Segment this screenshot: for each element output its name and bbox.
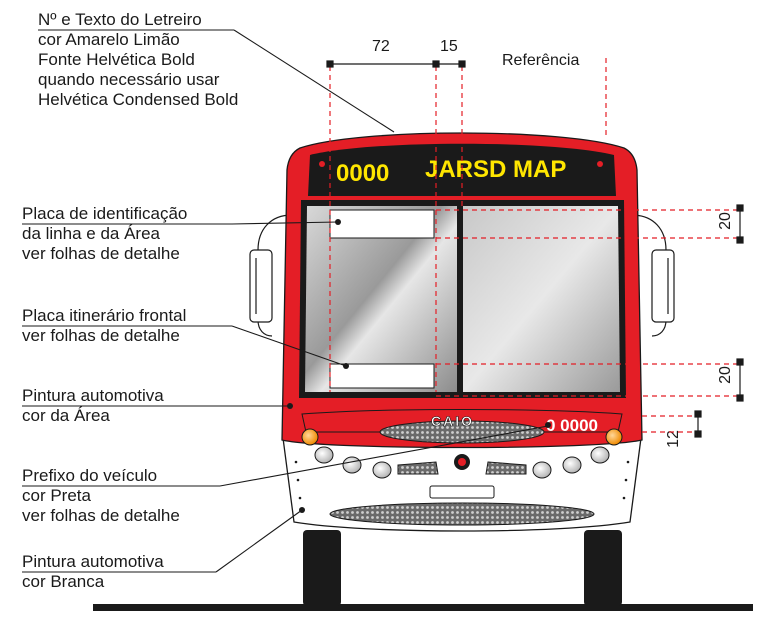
route-plate-label: Placa itinerário frontal ver folhas de d… (22, 306, 186, 346)
sign-label: Nº e Texto do Letreiro cor Amarelo Limão… (38, 10, 238, 110)
sign-dot-left (319, 161, 325, 167)
leader-dot-ident (335, 219, 341, 225)
windshield-right (463, 206, 620, 392)
sign-dot-right (597, 161, 603, 167)
mirror-left (249, 214, 293, 337)
vehicle-prefix: 0 0000 (546, 416, 598, 435)
lower-grille (329, 502, 595, 526)
prefix-label-line-3: ver folhas de detalhe (22, 506, 180, 525)
sign-label-line-3: Fonte Helvética Bold (38, 50, 195, 69)
paint-white-line-2: cor Branca (22, 572, 105, 591)
windshield-left (305, 206, 457, 392)
dim-top-left: 72 (372, 38, 390, 55)
route-plate-line-1: Placa itinerário frontal (22, 306, 187, 325)
small-grille-left (397, 461, 439, 475)
brand-logo: CAIO (431, 413, 474, 429)
sign-number: 0000 (336, 160, 389, 187)
sign-label-line-2: cor Amarelo Limão (38, 30, 180, 49)
sign-label-line-5: Helvética Condensed Bold (38, 90, 239, 109)
reference-lines (329, 58, 740, 433)
ground-line (93, 604, 753, 611)
leader-lines (22, 29, 549, 573)
tire-left (303, 530, 341, 606)
paint-area-line-2: cor da Área (22, 406, 110, 425)
ident-plate-line-2: da linha e da Área (22, 224, 160, 243)
dim-top-right: 15 (440, 38, 458, 55)
prefix-label: Prefixo do veículo cor Preta ver folhas … (22, 466, 180, 526)
dimension-lines (326, 60, 744, 438)
paint-area-label: Pintura automotiva cor da Área (22, 386, 164, 426)
plate-holder (429, 485, 495, 499)
leader-dot-white (299, 507, 305, 513)
mirror-right (631, 214, 675, 337)
sign-label-line-4: quando necessário usar (38, 70, 220, 89)
sign-label-line-1: Nº e Texto do Letreiro (38, 10, 202, 29)
leader-dot-paint (287, 403, 293, 409)
prefix-label-line-2: cor Preta (22, 486, 91, 505)
ident-plate-line-3: ver folhas de detalhe (22, 244, 180, 263)
prefix-label-line-1: Prefixo do veículo (22, 466, 158, 485)
headlights-right (532, 446, 610, 479)
ident-plate-label: Placa de identificação da linha e da Áre… (22, 204, 187, 264)
small-grille-right (485, 461, 527, 475)
turn-lamp-left (301, 428, 319, 446)
upper-grille (379, 420, 545, 444)
dim-reference: Referência (502, 52, 580, 69)
leader-dot-prefix (545, 422, 551, 428)
ident-plate-line-1: Placa de identificação (22, 204, 188, 223)
route-plate-line-2: ver folhas de detalhe (22, 326, 180, 345)
paint-white-line-1: Pintura automotiva (22, 552, 164, 571)
leader-dot-route (343, 363, 349, 369)
ident-plate (329, 209, 435, 239)
paint-area-line-1: Pintura automotiva (22, 386, 164, 405)
paint-white-label: Pintura automotiva cor Branca (22, 552, 164, 592)
grille-band (301, 409, 623, 433)
sign-text: JARSD MAP (425, 156, 566, 183)
tire-right (584, 530, 622, 606)
turn-lamp-right (605, 428, 623, 446)
bumper-screws (294, 460, 630, 500)
